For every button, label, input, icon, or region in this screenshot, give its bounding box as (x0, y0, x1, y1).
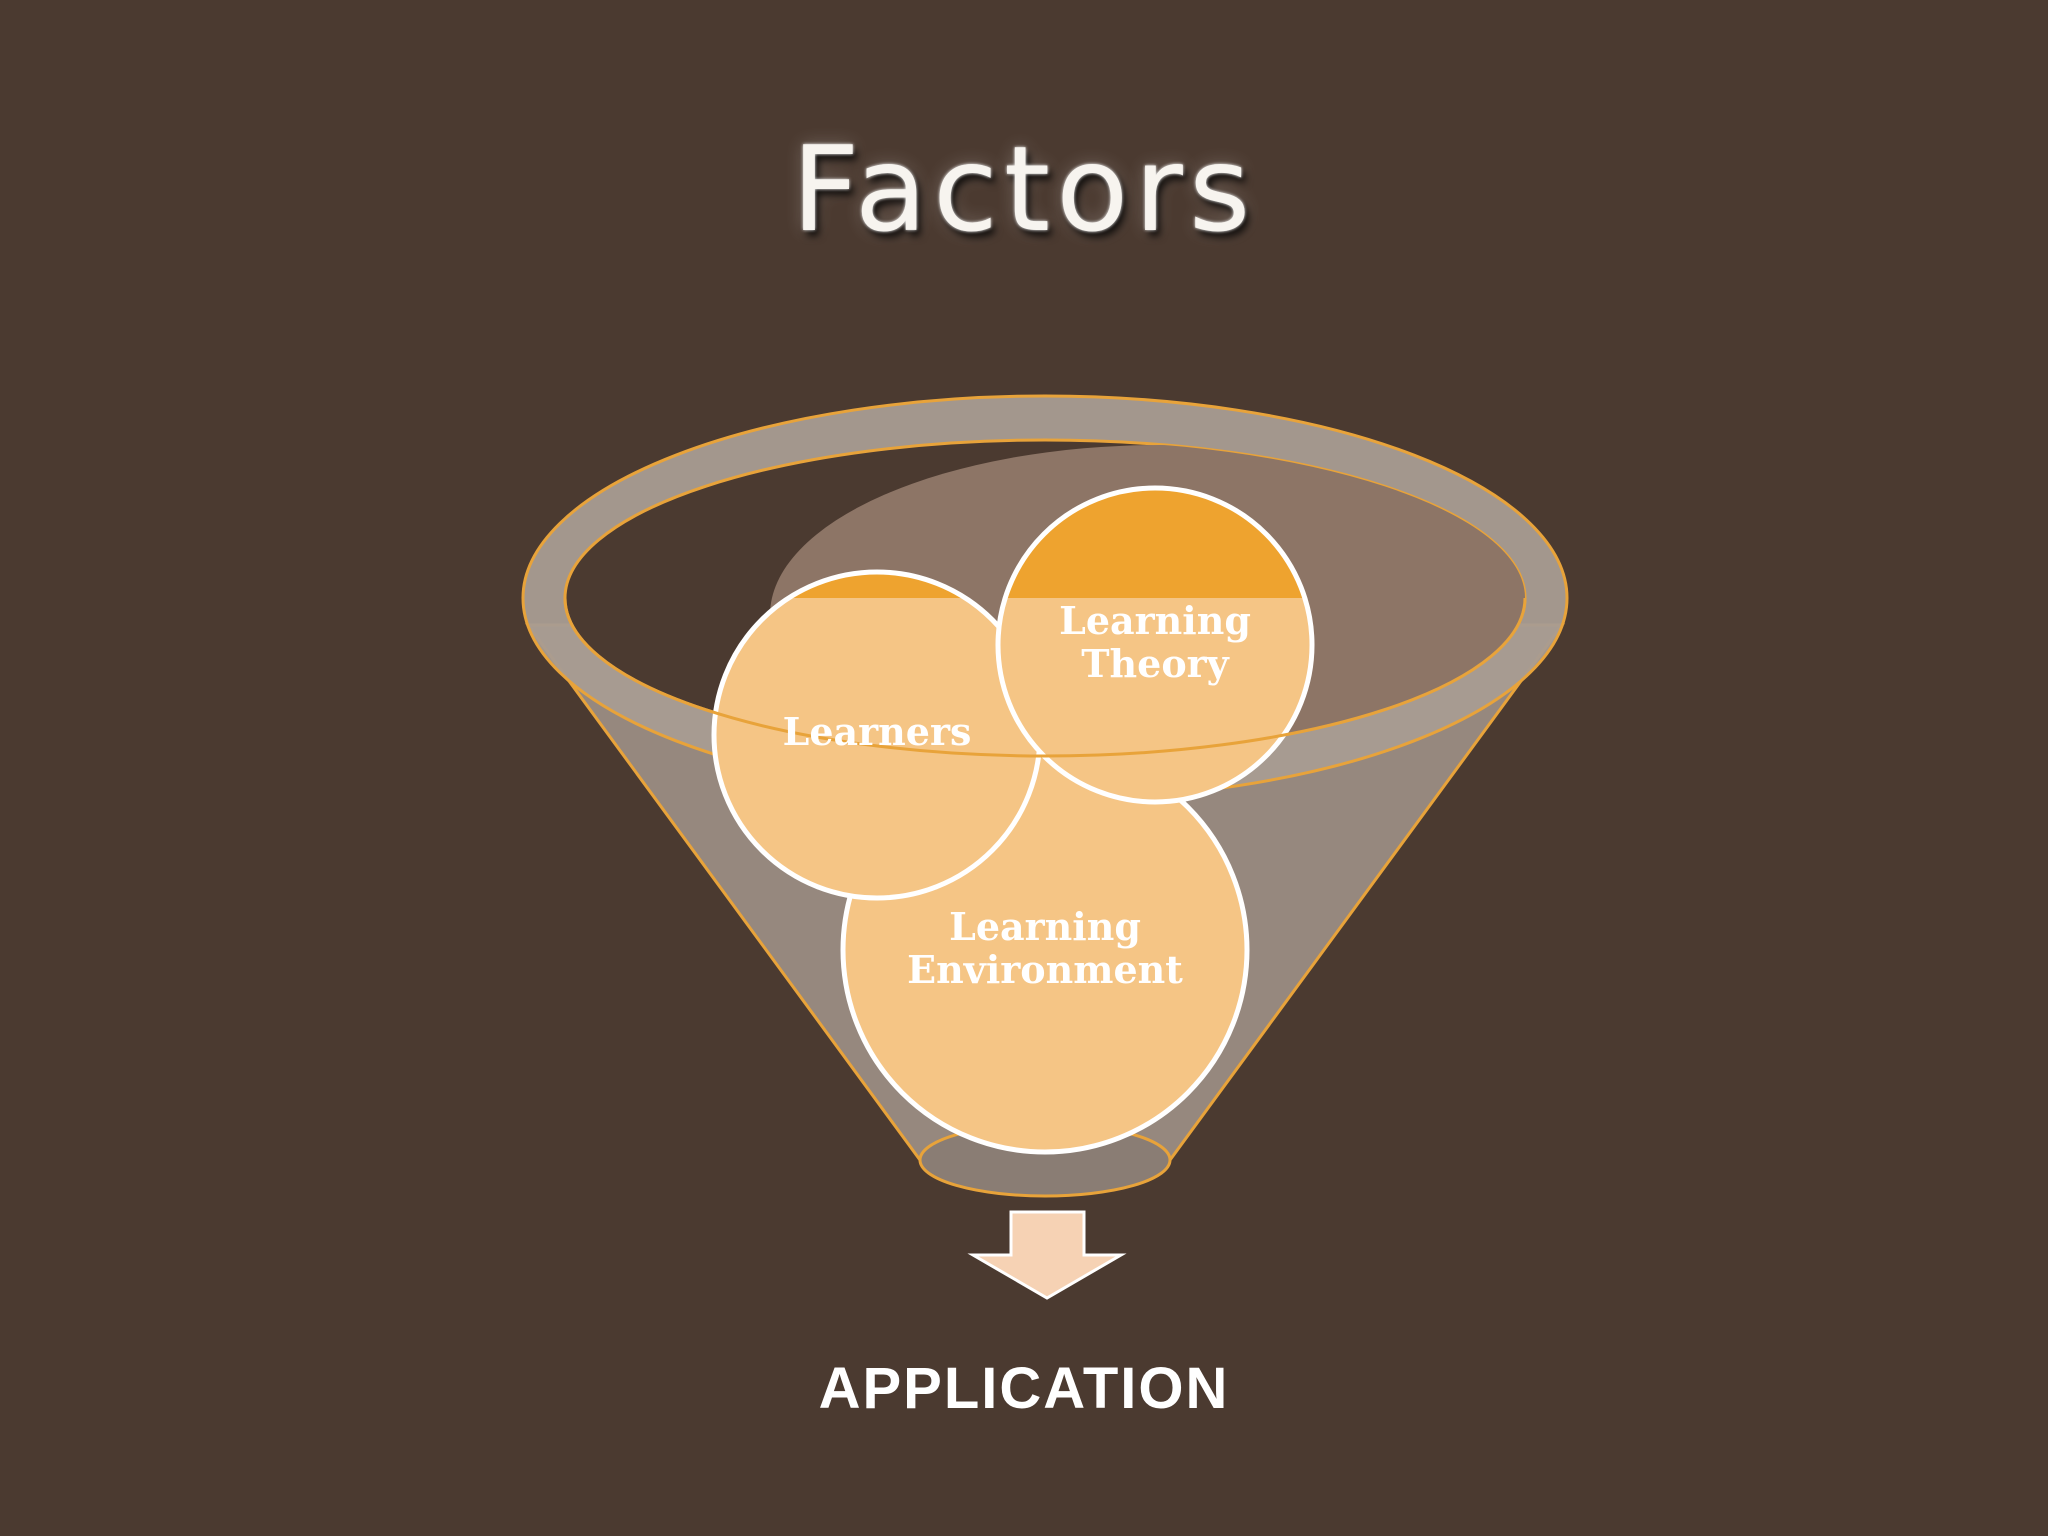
label-theory-line2: Theory (1081, 641, 1229, 686)
label-environment-line2: Environment (907, 947, 1183, 992)
output-label: APPLICATION (818, 1356, 1230, 1421)
slide-title: Factors (791, 120, 1257, 258)
down-arrow-icon (967, 1210, 1127, 1300)
bubble-theory-top (1002, 485, 1308, 598)
label-environment-line1: Learning (949, 904, 1141, 949)
funnel-rim-front-edge (563, 597, 1527, 758)
bubble-learners-top (784, 569, 970, 598)
label-theory-line1: Learning (1059, 598, 1251, 643)
bubble-theory (995, 598, 1315, 805)
label-learners: Learners (783, 709, 972, 754)
